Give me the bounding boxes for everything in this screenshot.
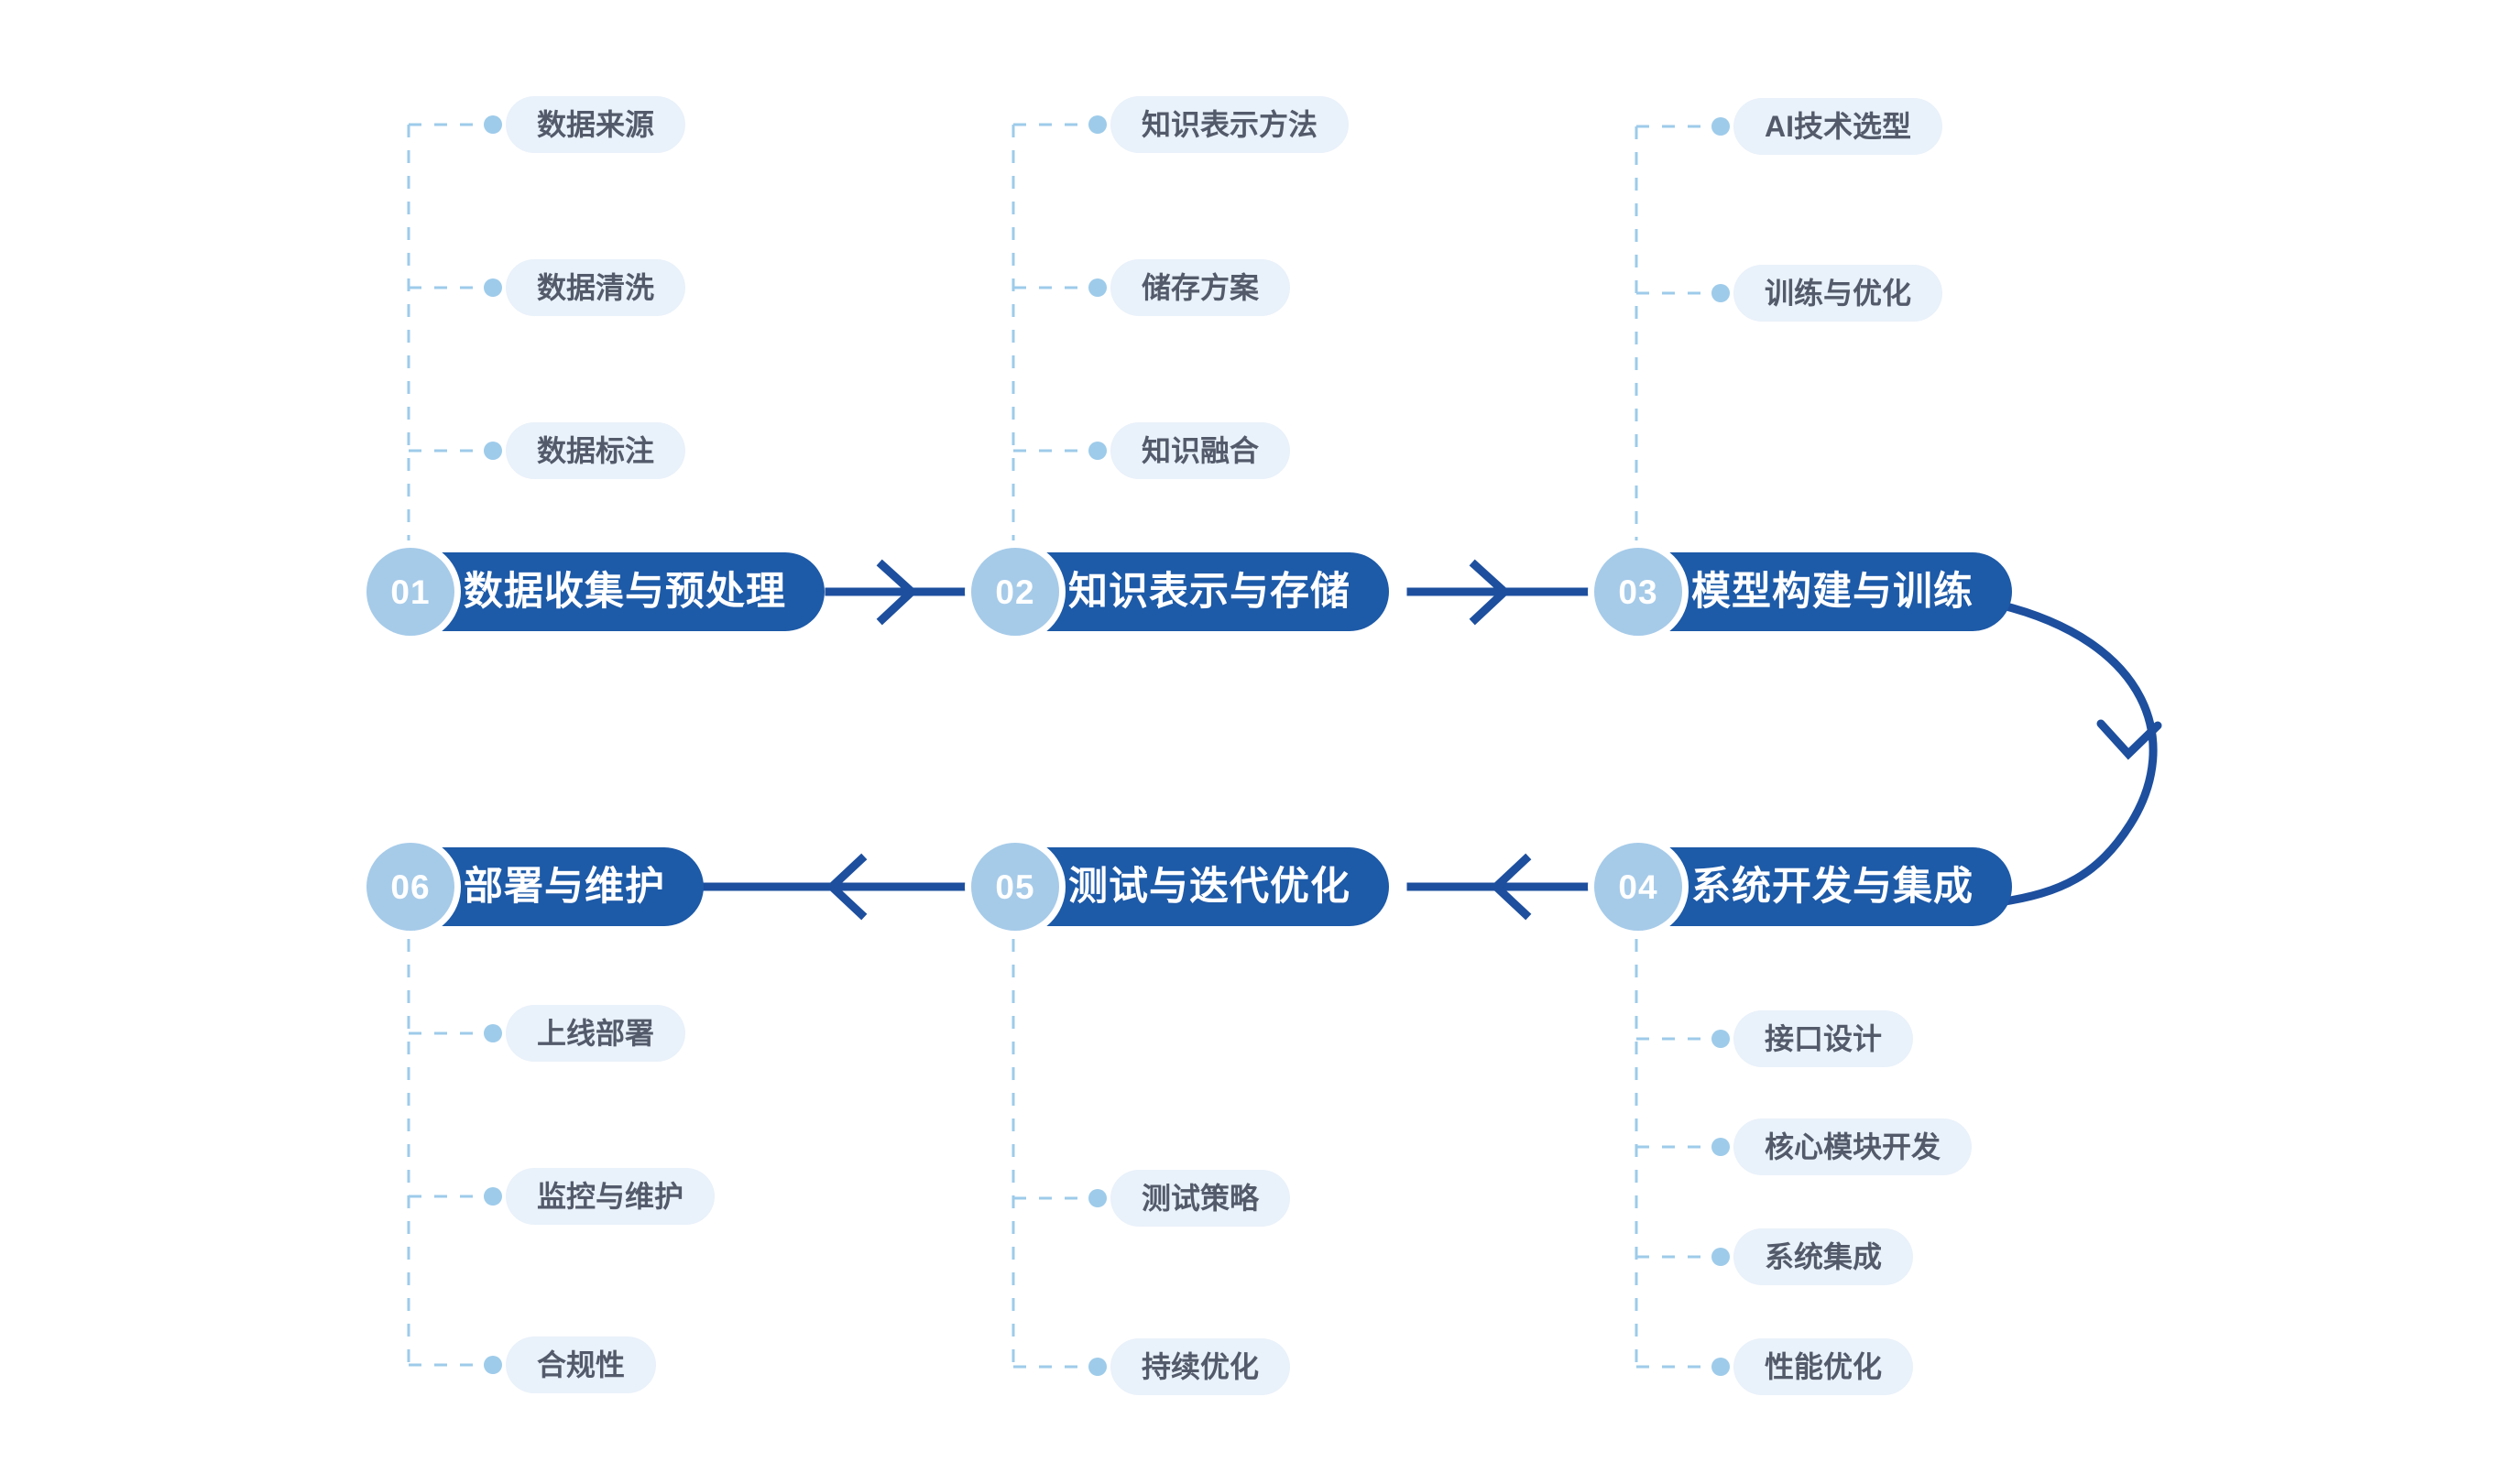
branch-lines-stage-05: [1011, 939, 1098, 1369]
stage-badge-03: 03: [1594, 548, 1682, 636]
sub-item-label: 训练与优化: [1765, 277, 1912, 310]
sub-item-label: 数据标注: [537, 434, 655, 467]
stage-bar-04: 系统开发与集成: [1635, 847, 2012, 926]
branch-dot: [1711, 117, 1730, 136]
sub-item-label: 监控与维护: [537, 1180, 684, 1213]
branch-lines-stage-03: [1635, 125, 1721, 540]
sub-item-pill[interactable]: 数据标注: [506, 422, 686, 479]
sub-item-pill[interactable]: 监控与维护: [506, 1168, 716, 1225]
branch-dot: [1711, 1138, 1730, 1156]
stage-badge-06: 06: [366, 843, 454, 931]
sub-item-pill[interactable]: 核心模块开发: [1733, 1118, 1973, 1175]
flow-arrow-04-to-05: [1406, 853, 1603, 921]
stage-bar-05: 测试与迭代优化: [1011, 847, 1389, 926]
stage-title-05: 测试与迭代优化: [1068, 864, 1350, 909]
stage-number-02: 02: [995, 573, 1035, 611]
branch-dot: [1711, 1358, 1730, 1376]
stage-number-01: 01: [390, 573, 431, 611]
stage-bar-01: 数据收集与预处理: [407, 552, 825, 631]
sub-item-label: 储存方案: [1142, 271, 1260, 304]
sub-item-pill[interactable]: 接口设计: [1733, 1010, 1914, 1067]
sub-item-label: 持续优化: [1142, 1350, 1260, 1383]
sub-item-label: 系统集成: [1765, 1240, 1883, 1273]
branch-dot: [484, 1187, 502, 1206]
sub-item-pill[interactable]: AI技术选型: [1733, 98, 1943, 155]
sub-item-pill[interactable]: 数据清洗: [506, 259, 686, 316]
branch-dot: [484, 1024, 502, 1042]
stage-number-04: 04: [1618, 867, 1658, 906]
branch-lines-stage-06: [407, 939, 493, 1367]
flow-arrow-03-to-04-curve: [1995, 600, 2162, 907]
branch-dot: [1088, 278, 1107, 297]
branch-dot: [484, 1356, 502, 1374]
branch-dot: [1711, 1248, 1730, 1266]
stage-number-06: 06: [390, 867, 431, 906]
sub-item-label: 接口设计: [1765, 1022, 1883, 1055]
stage-badge-02: 02: [971, 548, 1059, 636]
stage-number-03: 03: [1618, 573, 1658, 611]
flow-arrow-02-to-03: [1406, 559, 1603, 626]
branch-dot: [1088, 442, 1107, 460]
sub-item-label: 数据来源: [537, 108, 655, 141]
flow-arrow-01-to-02: [825, 559, 990, 626]
sub-item-pill[interactable]: 持续优化: [1110, 1338, 1291, 1395]
sub-item-pill[interactable]: 数据来源: [506, 96, 686, 153]
branch-dot: [484, 278, 502, 297]
stage-title-01: 数据收集与预处理: [464, 569, 786, 614]
sub-item-label: 核心模块开发: [1765, 1130, 1941, 1163]
sub-item-label: 合规性: [537, 1348, 626, 1381]
branch-dot: [1711, 284, 1730, 302]
sub-item-pill[interactable]: 知识融合: [1110, 422, 1291, 479]
sub-item-pill[interactable]: 系统集成: [1733, 1228, 1914, 1285]
branch-dot: [1711, 1030, 1730, 1048]
branch-dot: [1088, 115, 1107, 134]
sub-item-label: AI技术选型: [1765, 110, 1912, 143]
stage-bar-03: 模型构建与训练: [1635, 552, 2012, 631]
sub-item-pill[interactable]: 上线部署: [506, 1005, 686, 1062]
stage-badge-01: 01: [366, 548, 454, 636]
stage-bar-02: 知识表示与存储: [1011, 552, 1389, 631]
stage-title-06: 部署与维护: [464, 864, 665, 909]
sub-item-label: 上线部署: [537, 1017, 655, 1050]
sub-item-label: 测试策略: [1142, 1182, 1260, 1215]
flow-arrow-05-to-06: [696, 853, 990, 921]
stage-title-02: 知识表示与存储: [1068, 569, 1350, 614]
branch-dot: [1088, 1189, 1107, 1207]
branch-lines-stage-01: [407, 123, 493, 540]
branch-lines-stage-02: [1011, 123, 1098, 540]
sub-item-label: 性能优化: [1765, 1350, 1883, 1383]
sub-item-pill[interactable]: 储存方案: [1110, 259, 1291, 316]
stage-number-05: 05: [995, 867, 1035, 906]
sub-item-pill[interactable]: 性能优化: [1733, 1338, 1914, 1395]
sub-item-pill[interactable]: 训练与优化: [1733, 265, 1943, 322]
stage-bar-06: 部署与维护: [407, 847, 704, 926]
stage-badge-04: 04: [1594, 843, 1682, 931]
sub-item-label: 知识融合: [1142, 434, 1260, 467]
branch-dot: [484, 442, 502, 460]
sub-item-label: 知识表示方法: [1142, 108, 1318, 141]
sub-item-pill[interactable]: 合规性: [506, 1337, 657, 1393]
stage-badge-05: 05: [971, 843, 1059, 931]
branch-lines-stage-04: [1635, 939, 1721, 1369]
sub-item-pill[interactable]: 知识表示方法: [1110, 96, 1350, 153]
branch-dot: [1088, 1358, 1107, 1376]
sub-item-pill[interactable]: 测试策略: [1110, 1170, 1291, 1227]
stage-title-04: 系统开发与集成: [1691, 864, 1974, 909]
sub-item-label: 数据清洗: [537, 271, 655, 304]
branch-dot: [484, 115, 502, 134]
stage-title-03: 模型构建与训练: [1691, 569, 1974, 614]
